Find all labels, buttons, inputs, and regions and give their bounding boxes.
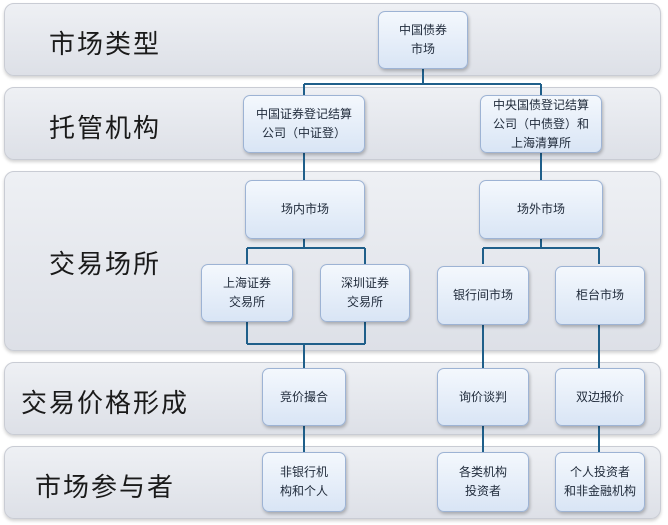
row-label-market-type: 市场类型 xyxy=(48,30,161,60)
row-band-market-type: 市场类型 xyxy=(4,3,661,76)
row-label-venue: 交易场所 xyxy=(48,250,161,280)
node-csdc: 中国证券登记结算 公司（中证登） xyxy=(243,95,365,153)
node-counter-market: 柜台市场 xyxy=(555,266,645,325)
row-label-price-formation: 交易价格形成 xyxy=(20,389,189,419)
node-institutional-investors: 各类机构 投资者 xyxy=(437,452,529,512)
node-exchange-market: 场内市场 xyxy=(245,180,365,239)
node-individual-nonfinancial: 个人投资者 和非金融机构 xyxy=(555,452,645,512)
node-otc-market: 场外市场 xyxy=(479,180,603,239)
node-interbank-market: 银行间市场 xyxy=(437,266,529,325)
node-bilateral-quote: 双边报价 xyxy=(555,368,645,426)
row-label-participants: 市场参与者 xyxy=(34,473,175,503)
node-china-bond-market: 中国债券 市场 xyxy=(378,11,468,69)
node-inquiry-negotiation: 询价谈判 xyxy=(437,368,529,426)
row-label-custodian: 托管机构 xyxy=(48,114,161,144)
node-nonbank-individuals: 非银行机 构和个人 xyxy=(262,452,346,512)
node-sse: 上海证券 交易所 xyxy=(201,264,293,322)
node-auction-matching: 竞价撮合 xyxy=(262,368,346,426)
node-szse: 深圳证券 交易所 xyxy=(320,264,410,322)
node-ccdc-shch: 中央国债登记结算 公司（中债登）和 上海清算所 xyxy=(480,95,602,153)
